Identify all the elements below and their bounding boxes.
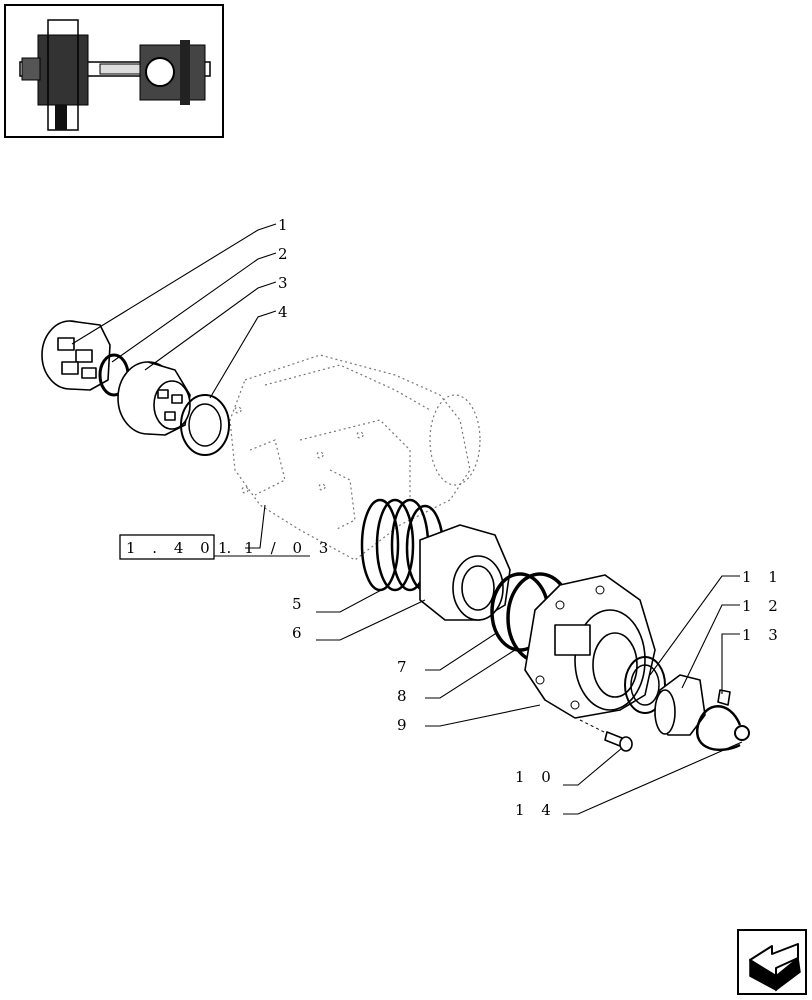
part-4-shim[interactable] [180,394,230,456]
label-7[interactable]: 7 [397,658,413,676]
axle-assembly-thumbnail[interactable] [4,4,224,138]
label-3[interactable]: 3 [278,274,294,292]
label-13[interactable]: 1 3 [742,626,784,644]
part-12-splined-sleeve[interactable] [654,674,706,736]
leader-lines [71,223,743,815]
label-14[interactable]: 1 4 [515,801,557,819]
label-1[interactable]: 1 [278,216,294,234]
label-8[interactable]: 8 [397,687,413,705]
label-6[interactable]: 6 [292,624,308,642]
label-9[interactable]: 9 [397,716,413,734]
label-12[interactable]: 1 2 [742,597,784,615]
housing-reference-outline [229,354,481,561]
part-3-sliding-sleeve[interactable] [117,361,191,436]
label-11[interactable]: 1 1 [742,568,784,586]
label-10[interactable]: 1 0 [515,768,557,786]
part-14-circlip[interactable] [695,705,750,752]
part-labels: 1 2 3 4 5 6 7 8 9 1 0 1 4 1 1 1 2 1 3 [278,216,784,819]
label-5[interactable]: 5 [292,595,308,613]
part-10-screw[interactable] [579,719,633,752]
part-13-tab[interactable] [717,689,731,706]
previous-page-arrow-icon[interactable] [737,929,807,995]
reference-code[interactable]: 1 . 4 0 . [126,539,237,557]
label-2[interactable]: 2 [278,245,294,263]
part-6-bellows[interactable] [419,524,511,621]
reference-suffix[interactable]: 1 1 / 0 3 [218,539,334,557]
reference-link[interactable]: 1 . 4 0 . 1 1 / 0 3 [119,534,334,560]
part-9-cover[interactable] [524,574,656,719]
label-4[interactable]: 4 [278,303,294,321]
part-11-ring[interactable] [624,656,666,714]
